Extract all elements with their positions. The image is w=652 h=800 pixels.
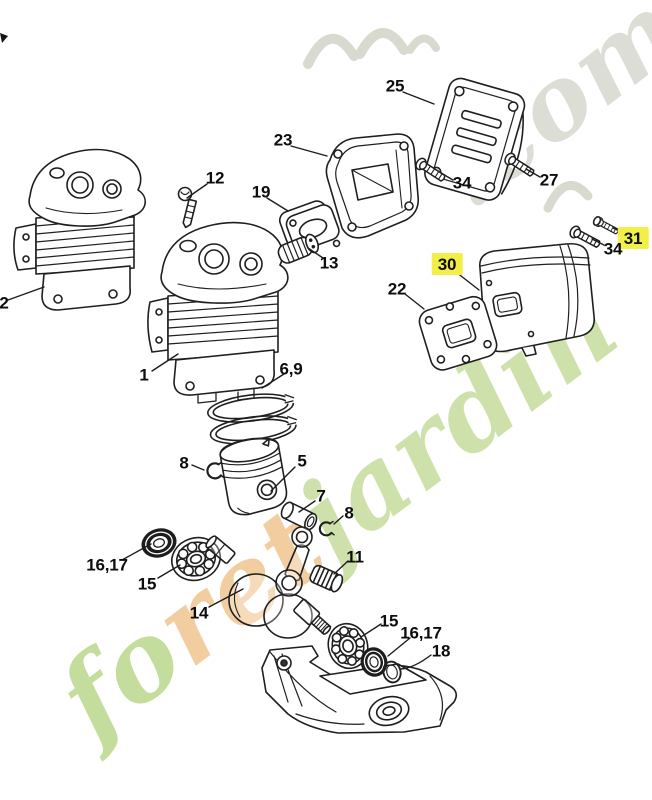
part-label-22[interactable]: 22 bbox=[387, 279, 407, 299]
part-wrist-pin-7[interactable] bbox=[279, 500, 319, 531]
part-label-6-9[interactable]: 6,9 bbox=[279, 359, 303, 379]
part-label-23[interactable]: 23 bbox=[273, 130, 293, 150]
part-snap-ring-18[interactable] bbox=[381, 660, 403, 685]
cropped-part-edge bbox=[0, 33, 8, 43]
part-label-11[interactable]: 11 bbox=[346, 547, 364, 567]
part-label-8-left[interactable]: 8 bbox=[179, 453, 189, 473]
part-label-1[interactable]: 1 bbox=[139, 365, 149, 385]
part-piston-5[interactable] bbox=[218, 434, 289, 517]
part-cylinder-1[interactable] bbox=[147, 221, 289, 404]
part-label-18[interactable]: 18 bbox=[431, 641, 451, 661]
part-label-31[interactable]: 31 bbox=[617, 227, 649, 249]
part-label-34-right[interactable]: 34 bbox=[603, 239, 623, 259]
part-label-27[interactable]: 27 bbox=[539, 170, 559, 190]
part-label-15-left[interactable]: 15 bbox=[137, 574, 157, 594]
part-oil-seal-16-17-right[interactable] bbox=[358, 645, 389, 679]
part-spark-screen-13[interactable] bbox=[276, 233, 321, 266]
part-muffler-30[interactable] bbox=[478, 242, 596, 357]
part-label-13[interactable]: 13 bbox=[319, 253, 339, 273]
part-muffler-shell-25[interactable] bbox=[422, 76, 535, 205]
part-label-14[interactable]: 14 bbox=[189, 603, 209, 623]
part-gasket-22[interactable] bbox=[416, 293, 499, 373]
part-label-34-top[interactable]: 34 bbox=[452, 173, 472, 193]
watermark-gray-swash bbox=[303, 28, 593, 213]
part-screw-31[interactable] bbox=[592, 215, 621, 237]
part-cylinder-2[interactable] bbox=[13, 148, 146, 311]
part-label-19[interactable]: 19 bbox=[251, 182, 271, 202]
part-bearing-15-right[interactable] bbox=[323, 619, 372, 673]
leader-lines bbox=[7, 91, 627, 670]
part-label-30[interactable]: 30 bbox=[431, 253, 463, 275]
part-label-15-right[interactable]: 15 bbox=[379, 611, 399, 631]
part-label-16-17-left[interactable]: 16,17 bbox=[86, 555, 128, 575]
part-needle-cage-11[interactable] bbox=[309, 564, 345, 593]
part-label-25[interactable]: 25 bbox=[385, 76, 405, 96]
part-oil-seal-16-17-left[interactable] bbox=[139, 525, 180, 561]
part-circlip-8-right[interactable] bbox=[318, 520, 335, 537]
part-screw-12[interactable] bbox=[177, 186, 198, 229]
part-label-7[interactable]: 7 bbox=[316, 486, 326, 506]
part-crankshaft-14[interactable] bbox=[204, 526, 333, 639]
part-label-12[interactable]: 12 bbox=[205, 168, 225, 188]
part-muffler-cover-23[interactable] bbox=[325, 133, 420, 239]
part-label-16-17-right[interactable]: 16,17 bbox=[400, 623, 442, 643]
part-label-8-right[interactable]: 8 bbox=[344, 503, 354, 523]
part-label-5[interactable]: 5 bbox=[297, 451, 307, 471]
part-label-2[interactable]: 2 bbox=[0, 293, 9, 313]
